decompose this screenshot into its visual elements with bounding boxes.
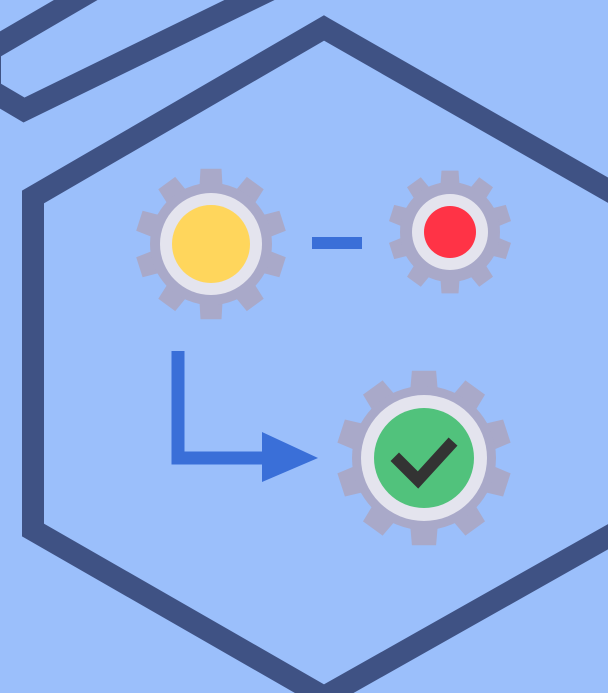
gear-center	[374, 408, 474, 508]
checkmark-icon	[390, 437, 458, 489]
elbow-arrow-icon	[171, 351, 270, 465]
link-dash	[312, 237, 362, 249]
gear-center	[172, 205, 250, 283]
main-hexagon-shape	[22, 15, 608, 693]
gear-success-icon	[337, 370, 511, 546]
gear-center	[424, 206, 476, 258]
gear-error-icon	[389, 170, 511, 294]
arrowhead-icon	[262, 432, 318, 482]
gear-pending-icon	[136, 168, 286, 320]
